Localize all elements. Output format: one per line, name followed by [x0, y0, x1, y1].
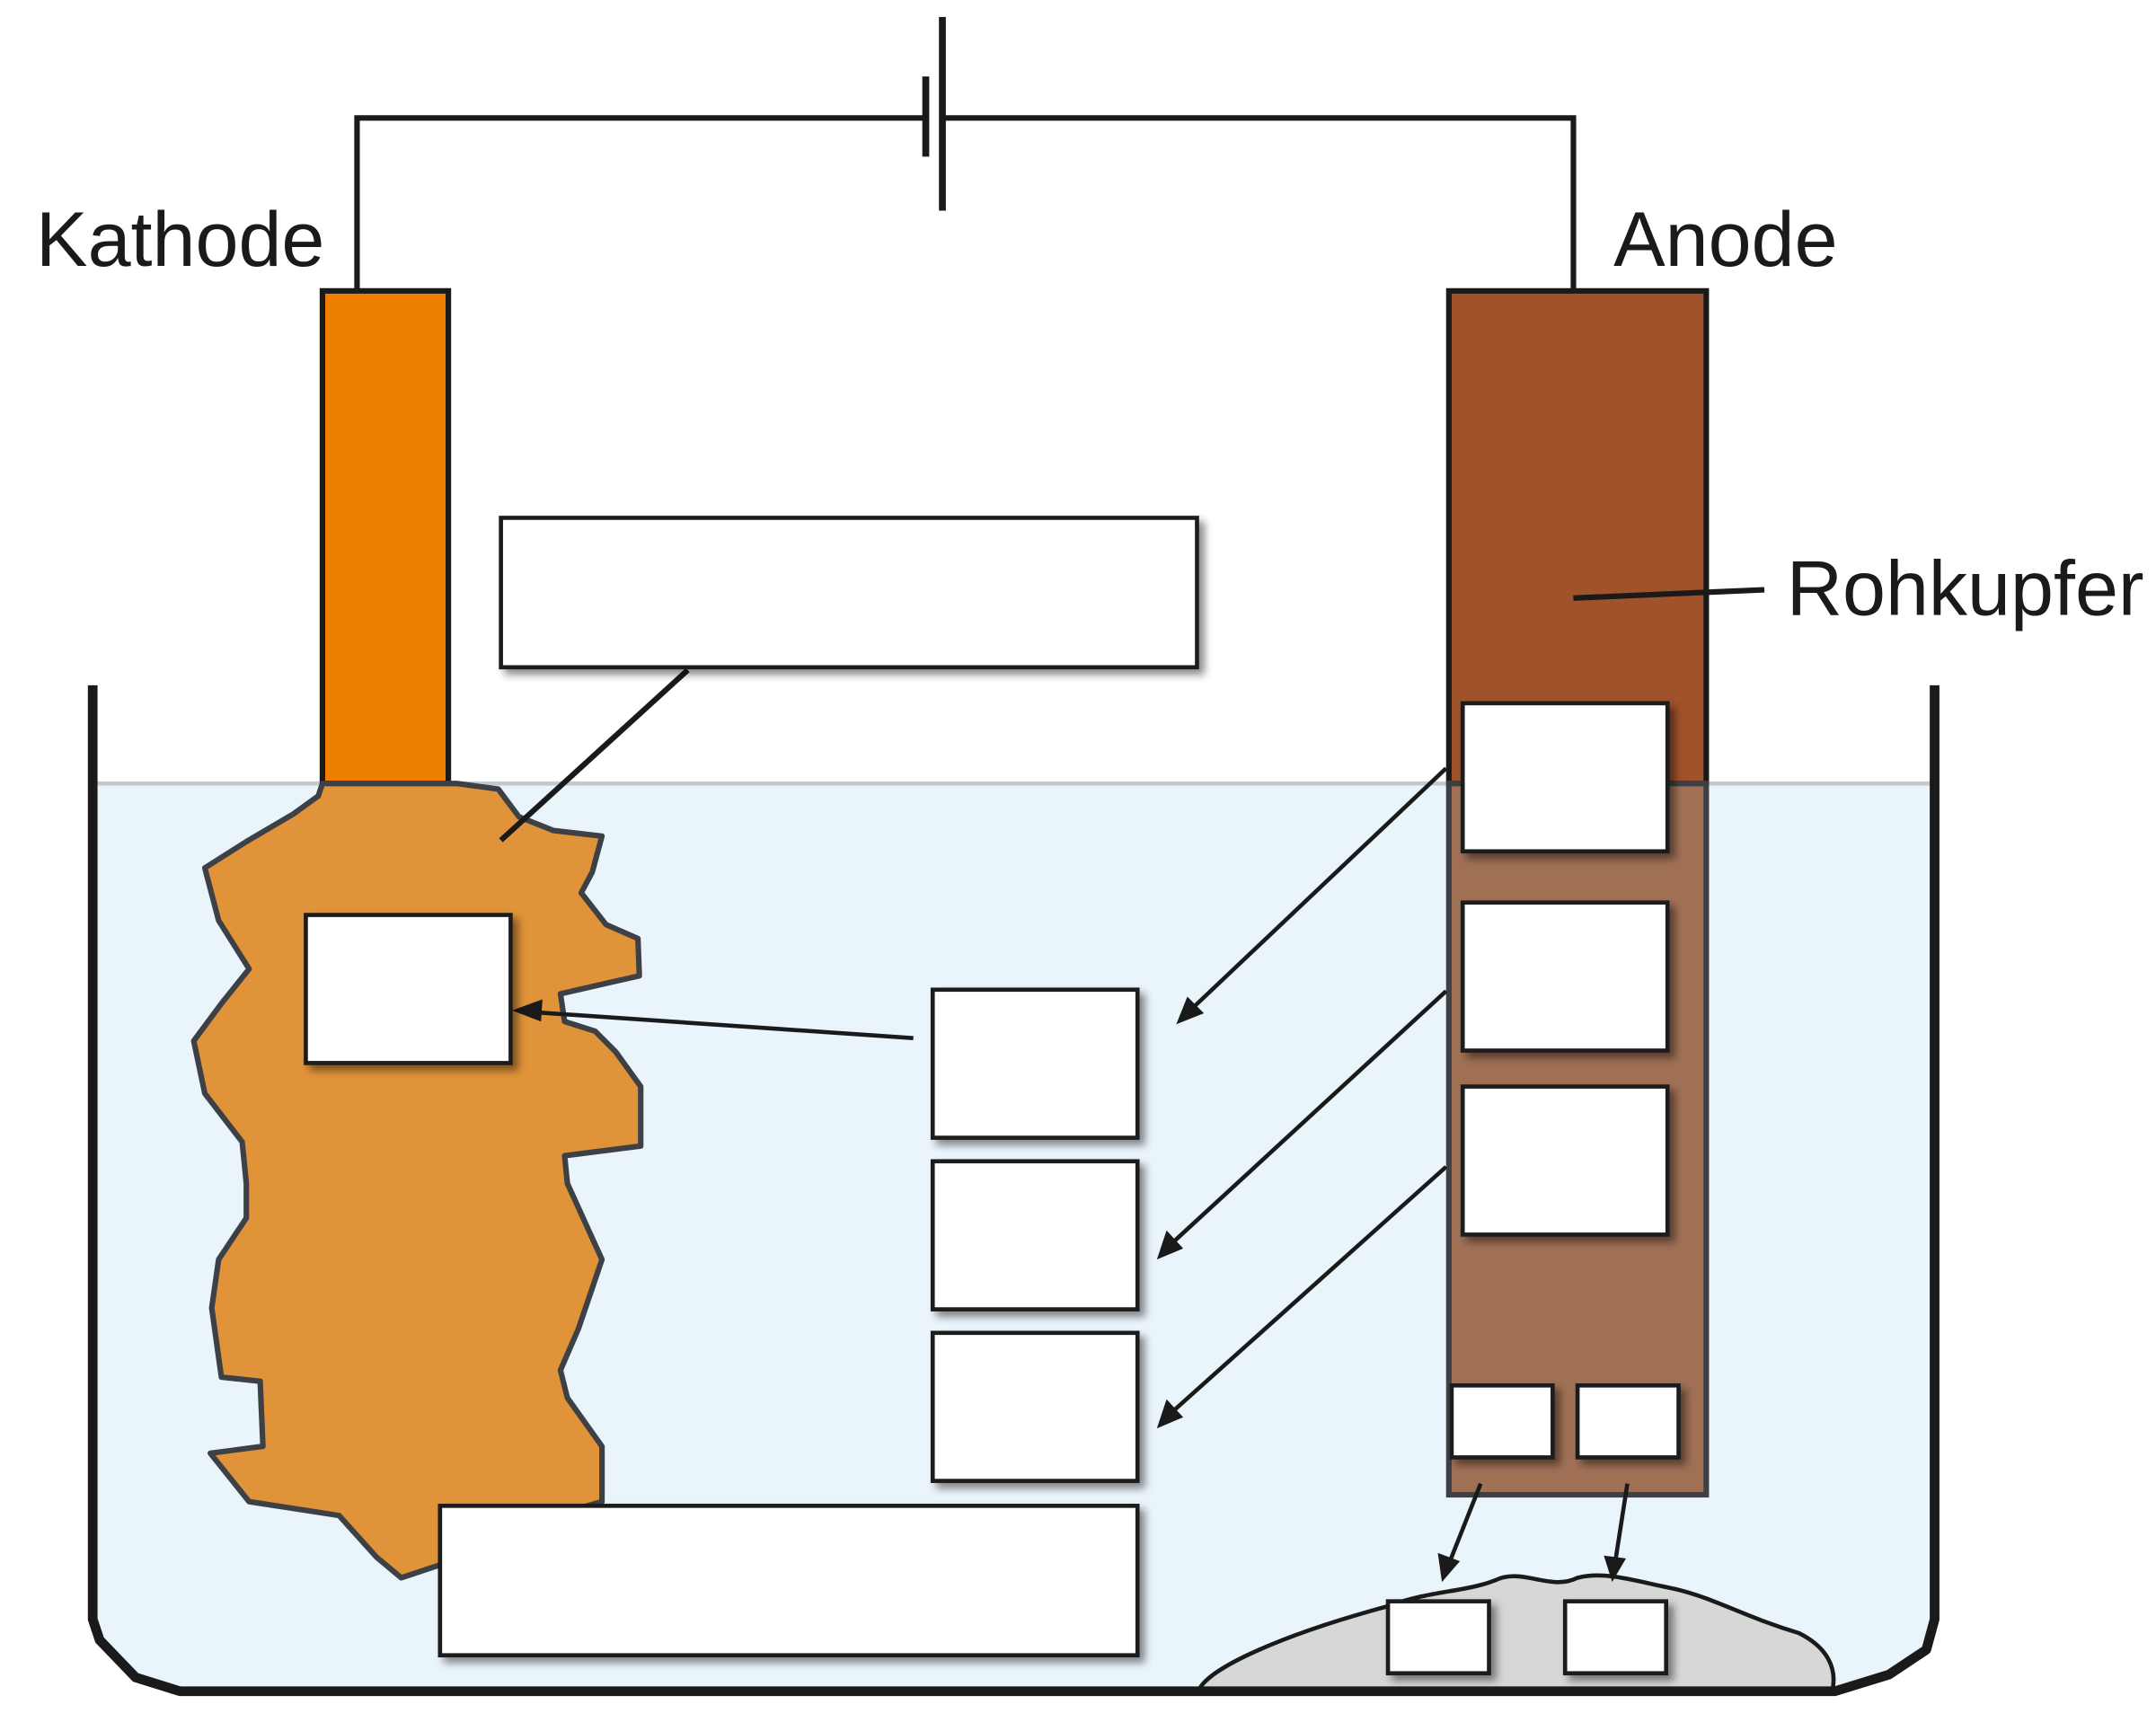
raw-copper-label: Rohkupfer: [1787, 545, 2144, 631]
arrowhead-1: [1176, 996, 1205, 1025]
arrowhead-6: [1604, 1555, 1627, 1583]
arrowhead-5: [1437, 1552, 1461, 1583]
blank-box-anode-3: [1460, 1084, 1670, 1237]
raw-copper-leader: [1573, 587, 1765, 601]
arrow-sludge-2: [1613, 1483, 1630, 1565]
arrowhead-2: [1156, 1230, 1184, 1260]
blank-box-sludge-1: [1385, 1599, 1491, 1676]
cathode-rod: [319, 287, 452, 787]
deposit-leader: [499, 667, 690, 843]
blank-box-ion-3: [930, 1330, 1140, 1483]
blank-box-sludge-2: [1562, 1599, 1668, 1676]
blank-box-cathode: [304, 913, 513, 1065]
arrow-to-cathode: [528, 1010, 914, 1040]
blank-box-ion-2: [930, 1159, 1140, 1311]
beaker: [87, 684, 1940, 1697]
blank-box-anode-2: [1460, 900, 1670, 1053]
anode-sludge: [1195, 1573, 1836, 1694]
blank-box-deposit-name: [499, 516, 1199, 670]
cathode-label: Kathode: [36, 197, 324, 283]
anode-label: Anode: [1613, 197, 1837, 283]
blank-box-anode-small-1: [1449, 1383, 1555, 1460]
circuit-wire: [354, 115, 1577, 291]
arrow-anode-1: [1188, 766, 1448, 1012]
arrow-sludge-1: [1446, 1482, 1483, 1565]
arrow-anode-2: [1168, 989, 1448, 1248]
arrow-anode-3: [1168, 1165, 1448, 1417]
arrowhead-3: [1156, 1399, 1184, 1429]
arrowhead-4: [511, 999, 543, 1022]
blank-label-boxes: [304, 516, 1681, 1676]
blank-box-anode-small-2: [1575, 1383, 1681, 1460]
blank-box-ion-1: [930, 987, 1140, 1140]
blank-box-electrolyte: [437, 1504, 1140, 1658]
blank-box-anode-1: [1460, 701, 1670, 854]
